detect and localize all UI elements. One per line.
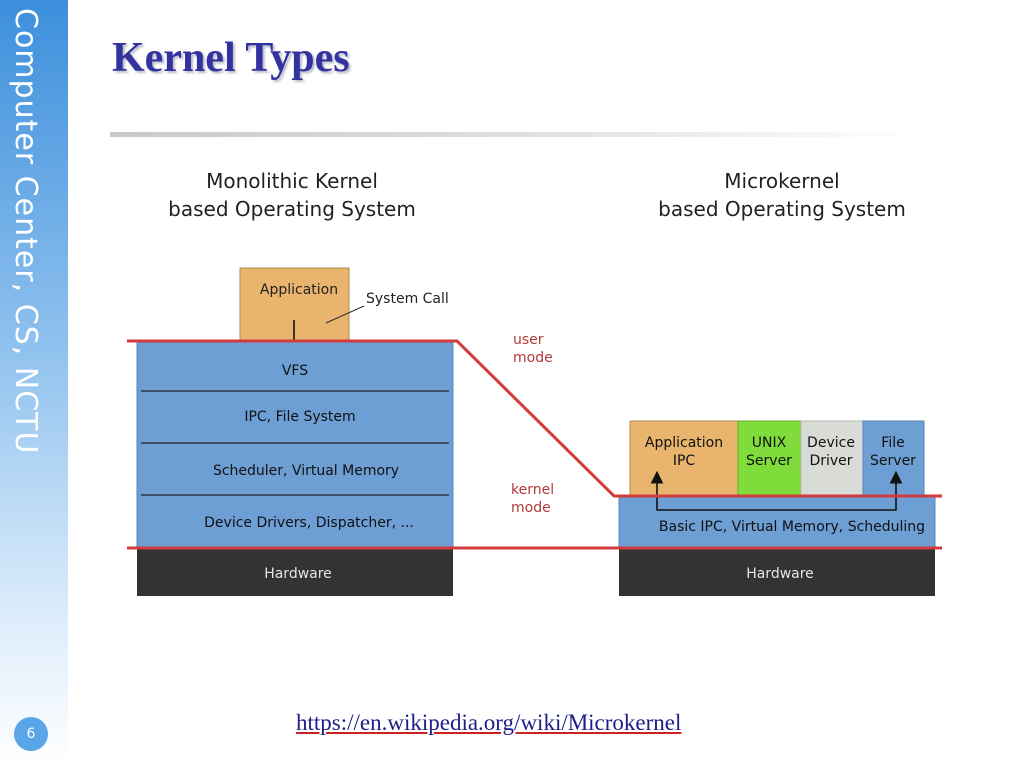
- monolithic-hardware-block: [137, 549, 453, 596]
- layer-device-drivers-dispatcher: Device Drivers, Dispatcher, ...: [204, 515, 414, 531]
- title-divider: [110, 132, 920, 137]
- application-ipc-label-line1: Application: [645, 435, 723, 451]
- file-server-label-line2: Server: [870, 453, 916, 469]
- monolithic-heading-line2: based Operating System: [168, 197, 416, 221]
- user-kernel-boundary-line: [127, 339, 942, 498]
- microkernel-heading-line2: based Operating System: [658, 197, 906, 221]
- monolithic-application-label: Application: [260, 282, 338, 298]
- device-driver-box: [800, 420, 864, 497]
- slide-title: Kernel Types: [112, 35, 350, 81]
- system-call-label: System Call: [366, 291, 449, 307]
- unix-server-label-line1: UNIX: [752, 435, 787, 451]
- page-number: 6: [14, 717, 48, 751]
- file-server-label-line1: File: [881, 435, 904, 451]
- device-driver-label-line2: Driver: [809, 453, 852, 469]
- kernel-mode-label-line2: mode: [511, 500, 551, 516]
- ipc-arrow: [650, 470, 897, 511]
- layer-scheduler-virtual-memory: Scheduler, Virtual Memory: [213, 463, 399, 479]
- device-driver-label-line1: Device: [807, 435, 855, 451]
- layer-ipc-file-system: IPC, File System: [244, 409, 355, 425]
- microkernel-hardware-block: [619, 549, 935, 596]
- sidebar: Computer Center, CS, NCTU: [0, 0, 68, 768]
- unix-server-label-line2: Server: [746, 453, 792, 469]
- kernel-mode-label-line1: kernel: [511, 482, 554, 498]
- sidebar-label: Computer Center, CS, NCTU: [8, 8, 43, 455]
- user-mode-label-line1: user: [513, 332, 544, 348]
- user-mode-label-line2: mode: [513, 350, 553, 366]
- microkernel-heading-line1: Microkernel: [724, 169, 839, 193]
- layer-vfs: VFS: [282, 363, 308, 379]
- microkernel-kernel-label: Basic IPC, Virtual Memory, Scheduling: [659, 519, 925, 535]
- source-link[interactable]: https://en.wikipedia.org/wiki/Microkerne…: [296, 710, 682, 735]
- monolithic-heading-line1: Monolithic Kernel: [206, 169, 378, 193]
- monolithic-hardware-label: Hardware: [264, 566, 332, 582]
- system-call-pointer: [325, 305, 365, 324]
- microkernel-hardware-label: Hardware: [746, 566, 814, 582]
- application-ipc-label-line2: IPC: [673, 453, 696, 469]
